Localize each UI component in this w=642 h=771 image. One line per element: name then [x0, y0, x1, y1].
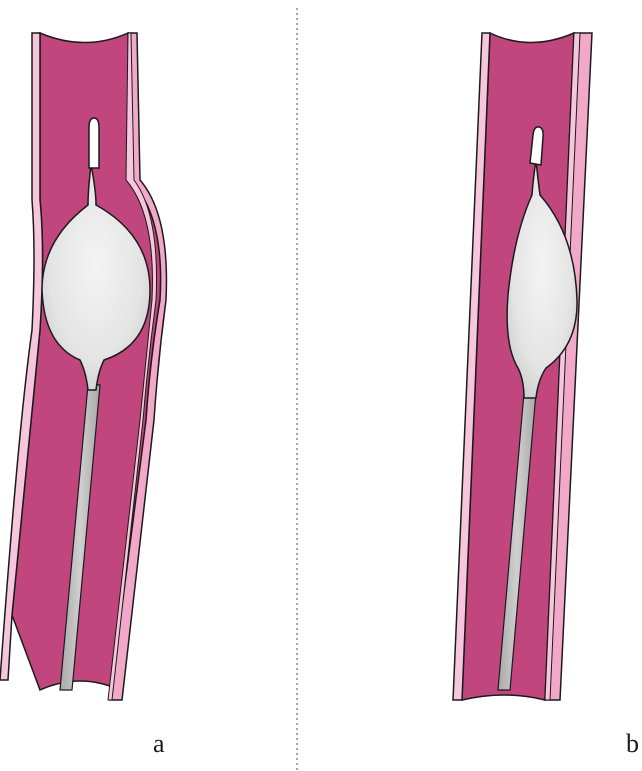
- panel-b: b: [453, 33, 639, 758]
- guidewire-tip-a: [89, 118, 99, 168]
- panel-label-a: a: [153, 729, 165, 758]
- panel-a: a: [0, 33, 166, 758]
- panel-label-b: b: [626, 729, 639, 758]
